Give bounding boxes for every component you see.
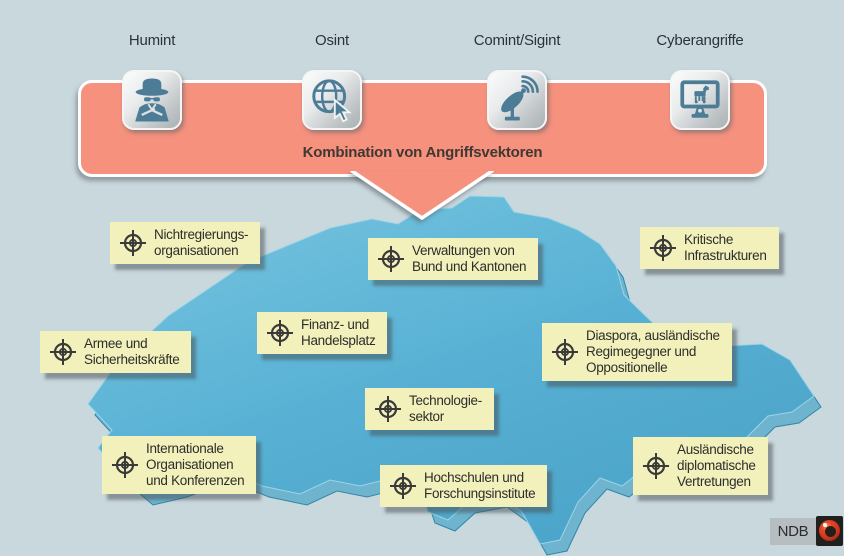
crosshair-icon [120,229,146,256]
trojan-horse-monitor-icon [670,70,730,130]
ndb-eye-icon [816,516,843,546]
target-label-line: organisationen [154,242,239,258]
crosshair-icon [267,319,293,346]
target-label-line: Finanz- und [301,317,369,332]
target-label-line: Oppositionelle [586,359,668,375]
target-label-line: Diaspora, ausländische [586,328,720,343]
target-label-line: Forschungsinstitute [424,485,536,501]
ndb-eye-pupil [825,526,836,537]
target-label-line: Technologie- [409,393,482,408]
target-label-line: Armee und [84,336,148,351]
vector-label-cyberangriffe: Cyberangriffe [656,32,744,49]
vector-label-humint: Humint [128,32,176,49]
target-label-line: Hochschulen und [424,470,524,485]
globe-cursor-icon [302,70,362,130]
target-label-line: Organisationen [146,456,234,472]
target-label-line: Regimegegner und [586,343,697,359]
satellite-dish-icon [487,70,547,130]
target-label-line: sektor [409,408,444,424]
target-label-line: Handelsplatz [301,332,376,348]
banner-title: Kombination von Angriffsvektoren [302,144,543,161]
crosshair-icon [378,245,404,272]
crosshair-icon [112,451,138,478]
target-label-line: Kritische [684,232,734,247]
ndb-label: NDB [770,518,816,545]
ndb-eye-glint [823,523,827,527]
crosshair-icon [50,338,76,365]
target-label-line: Sicherheitskräfte [84,351,180,367]
target-label-line: Internationale [146,441,224,456]
target-label-line: und Konferenzen [146,472,245,488]
target-label-line: diplomatische [677,457,756,473]
target-box-technologiesektor: Technologie-sektor [365,388,494,430]
target-label-line: Bund und Kantonen [412,258,527,274]
target-box-ngo: Nichtregierungs-organisationen [110,222,261,264]
down-arrow [350,171,494,220]
target-label-line: Infrastrukturen [684,247,767,263]
crosshair-icon [390,472,416,499]
ndb-eye-ring [819,520,840,541]
target-label-line: Verwaltungen von [412,243,515,258]
vector-label-osint: Osint [314,32,349,49]
crosshair-icon [552,338,578,365]
vector-label-comint-sigint: Comint/Sigint [473,32,561,49]
target-label-line: Vertretungen [677,473,751,489]
target-label-line: Ausländische [677,442,754,457]
spy-icon [122,70,182,130]
target-label-line: Nichtregierungs- [154,227,249,242]
crosshair-icon [650,234,676,261]
ndb-logo: NDB [770,516,843,546]
crosshair-icon [643,452,669,479]
crosshair-icon [375,395,401,422]
